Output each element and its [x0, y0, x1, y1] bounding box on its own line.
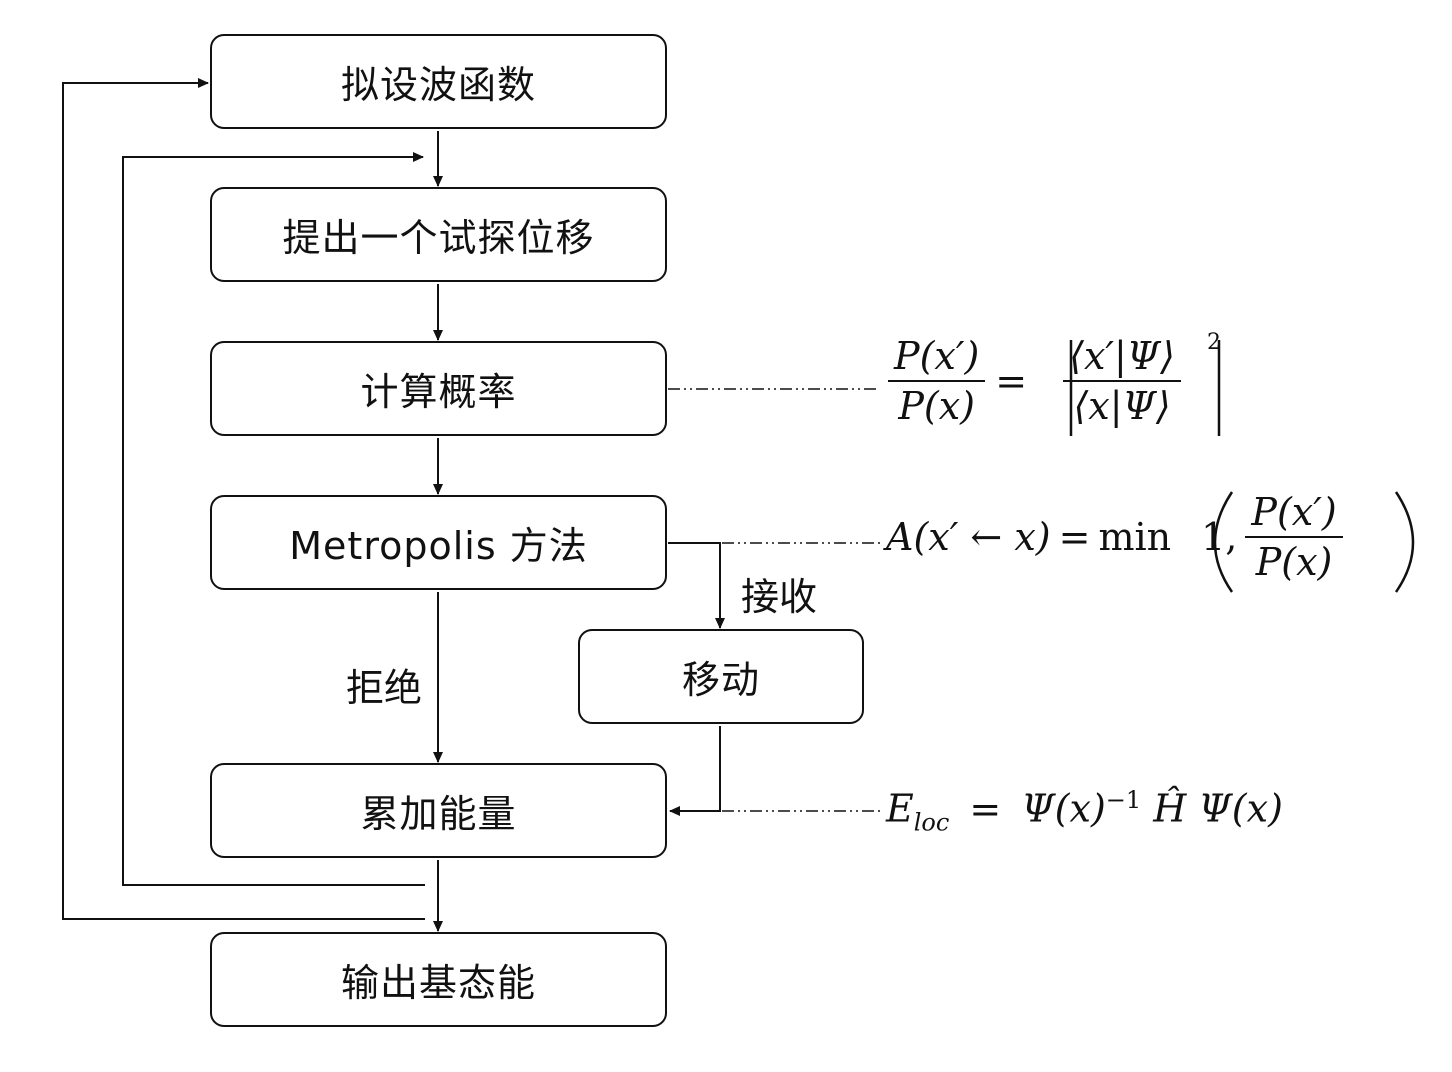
box-label: 移动 [681, 658, 760, 702]
loop-to-step2 [122, 152, 425, 886]
formula-local-energy: Eloc = Ψ(x)−1 Ĥ Ψ(x) [886, 786, 1283, 836]
fraction-ratio: P(x′) P(x) [1245, 490, 1343, 584]
box-label: 输出基态能 [340, 961, 536, 1005]
box-trial-displacement: 提出一个试探位移 [210, 187, 667, 282]
arrow-move-step5 [669, 726, 721, 816]
fraction-lhs: P(x′) P(x) [888, 334, 986, 428]
psi-inverse: Ψ(x) [1021, 786, 1106, 831]
box-label: 提出一个试探位移 [282, 216, 595, 260]
equals-sign: = [969, 786, 1002, 831]
paren-right [1394, 491, 1415, 593]
formula-acceptance: A(x′ ← x) = min 1, P(x′) P(x) [886, 490, 1343, 584]
box-label: 计算概率 [360, 370, 517, 414]
label-accept: 接收 [741, 575, 818, 619]
formula-probability-ratio: P(x′) P(x) = ⟨x′|Ψ⟩ ⟨x|Ψ⟩ 2 [888, 330, 1221, 428]
acceptance-lhs: A(x′ ← x) [886, 515, 1051, 559]
box-label: 拟设波函数 [340, 63, 536, 107]
box-label: Metropolis 方法 [289, 524, 588, 568]
psi: Ψ(x) [1198, 786, 1283, 831]
energy-subscript: loc [913, 808, 950, 837]
label-reject: 拒绝 [346, 666, 423, 710]
min-arg-one: 1, [1201, 515, 1238, 559]
box-move: 移动 [578, 629, 864, 724]
box-label: 累加能量 [360, 792, 517, 836]
box-output-ground-energy: 输出基态能 [210, 932, 667, 1027]
equals-sign: = [995, 359, 1028, 403]
box-compute-probability: 计算概率 [210, 341, 667, 436]
box-metropolis: Metropolis 方法 [210, 495, 667, 590]
box-accumulate-energy: 累加能量 [210, 763, 667, 858]
exponent: 2 [1206, 330, 1221, 355]
box-ansatz-wavefunction: 拟设波函数 [210, 34, 667, 129]
arrow-accept [668, 542, 725, 629]
loop-to-step1 [62, 78, 425, 920]
min-function: min [1098, 515, 1172, 559]
exponent-minus-one: −1 [1105, 786, 1142, 814]
hamiltonian: Ĥ [1153, 786, 1187, 831]
energy-symbol: E [886, 786, 914, 831]
equals-sign: = [1058, 515, 1091, 559]
paren-left [1213, 491, 1234, 593]
fraction-rhs: ⟨x′|Ψ⟩ ⟨x|Ψ⟩ [1063, 334, 1181, 428]
